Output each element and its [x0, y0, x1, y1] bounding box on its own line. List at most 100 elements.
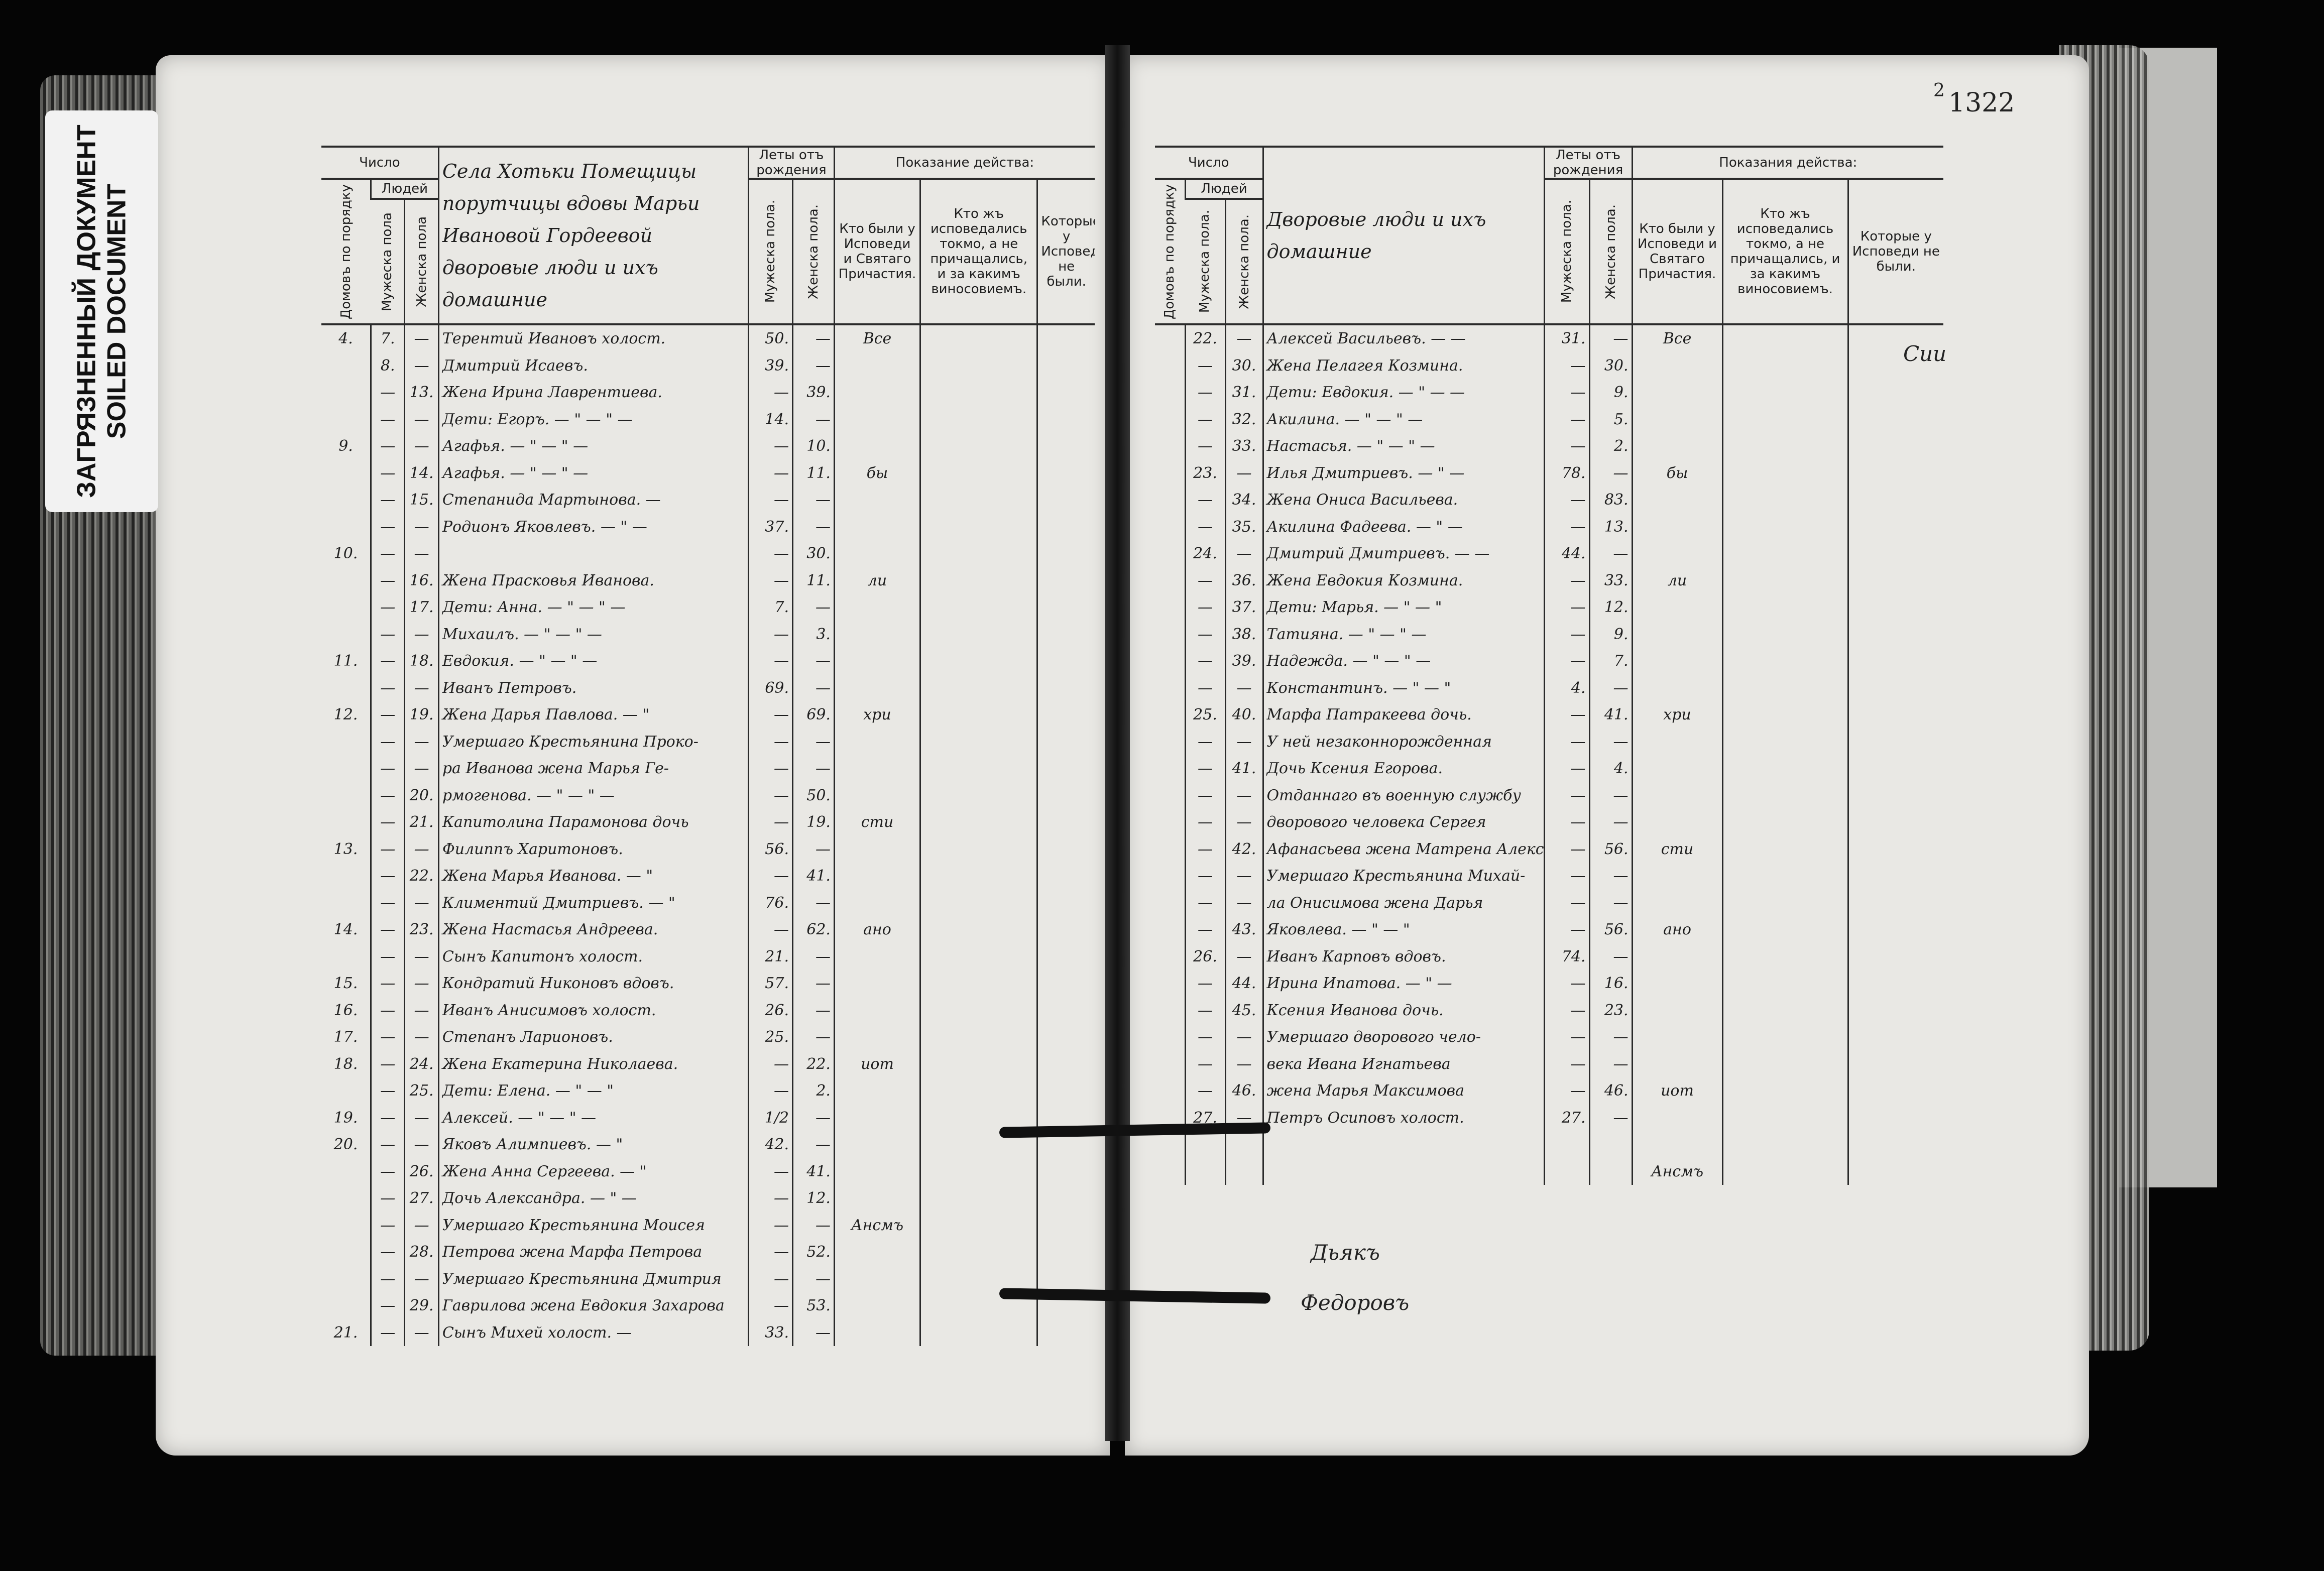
house-number: 10. [333, 545, 358, 563]
house-number [321, 755, 371, 782]
confession-mark [833, 1104, 920, 1131]
not-confessed-mark [1847, 1024, 1944, 1051]
female-number: — [404, 889, 439, 916]
house-number [321, 1239, 371, 1266]
table-row: ——ра Иванова жена Марья Ге-—— [321, 755, 1095, 782]
female-number: — [404, 352, 439, 379]
male-number: — [1184, 406, 1225, 433]
table-row: —35.Акилина Фадеева. — " ——13. [1155, 513, 1944, 541]
house-number [1155, 460, 1185, 487]
female-age: — [792, 487, 835, 514]
confession-only-mark [919, 324, 1037, 352]
male-number: — [370, 567, 405, 594]
male-age: — [747, 809, 793, 836]
confession-only-mark [919, 621, 1037, 648]
male-number: — [370, 540, 405, 567]
not-confessed-mark [1036, 324, 1095, 352]
confession-mark: бы [833, 459, 920, 487]
confession-mark [1631, 970, 1723, 997]
header-female-cell: Женска пола. [1224, 199, 1263, 325]
house-number [1155, 943, 1185, 971]
female-number: — [1224, 674, 1263, 701]
house-number [1155, 379, 1185, 406]
male-number: 25. [1184, 701, 1225, 729]
confession-only-mark [919, 1239, 1037, 1266]
person-name: Петръ Осиповъ холост. [1262, 1104, 1545, 1131]
confession-mark [833, 648, 920, 675]
person-name: Степанъ Ларионовъ. [437, 1024, 749, 1051]
female-number: — [404, 1024, 439, 1051]
table-row: —22.Жена Марья Иванова. — "—41. [321, 863, 1095, 890]
female-age: — [792, 943, 835, 970]
not-confessed-mark [1036, 487, 1095, 514]
table-row: 8.—Дмитрий Исаевъ.39.— [321, 352, 1095, 379]
house-number [321, 621, 371, 648]
confession-only-mark [919, 809, 1037, 836]
male-age: — [1543, 513, 1590, 540]
male-number: — [370, 728, 405, 755]
table-row: 20.——Яковъ Алимпиевъ. — "42.— [321, 1131, 1095, 1158]
table-row: ——Михаилъ. — " — " ——3. [321, 621, 1095, 648]
house-number [321, 890, 371, 917]
house-number: 21. [333, 1323, 358, 1342]
table-row: —41.Дочь Ксения Егорова.—4. [1155, 755, 1944, 782]
female-age: — [1588, 863, 1633, 890]
male-age: — [747, 755, 793, 782]
label-line-ru: ЗАГРЯЗНЕННЫЙ ДОКУМЕНТ [72, 125, 101, 498]
male-age: 42. [747, 1131, 793, 1158]
table-row: ——дворового человека Сергея—— [1155, 809, 1944, 836]
not-confessed-mark [1847, 487, 1944, 514]
female-age: — [792, 674, 835, 701]
female-number: — [1224, 889, 1263, 916]
female-number: — [404, 674, 439, 701]
confession-mark [833, 970, 920, 997]
male-age: — [1543, 755, 1590, 782]
house-number [321, 782, 371, 809]
male-age: 7. [747, 594, 793, 621]
person-name: дворового человека Сергея [1262, 809, 1545, 836]
male-age: — [747, 1292, 793, 1319]
not-confessed-mark [1847, 513, 1944, 540]
male-number: — [1184, 594, 1225, 621]
male-age: — [747, 379, 793, 406]
female-age: 30. [792, 540, 835, 567]
female-number: — [404, 1319, 439, 1346]
not-confessed-mark [1847, 406, 1944, 433]
not-confessed-mark [1036, 648, 1095, 675]
table-row: —17.Дети: Анна. — " — " —7.— [321, 594, 1095, 621]
person-name: Акилина. — " — " — [1262, 406, 1545, 433]
confession-mark [833, 352, 920, 379]
person-name: Алексей Васильевъ. — — [1262, 324, 1545, 352]
not-confessed-mark [1036, 916, 1095, 943]
label-line-en: SOILED DOCUMENT [102, 183, 132, 439]
not-confessed-mark [1847, 889, 1944, 916]
house-number [321, 567, 371, 594]
female-age: — [792, 513, 835, 540]
table-row: 11.—18.Евдокия. — " — " ——— [321, 648, 1095, 675]
confession-mark [833, 863, 920, 890]
female-number: 14. [404, 459, 439, 487]
male-age: — [1543, 701, 1590, 729]
male-age: 69. [747, 674, 793, 701]
table-row: 12.—19.Жена Дарья Павлова. — "—69.хри [321, 701, 1095, 729]
table-row: —14.Агафья. — " — " ——11.бы [321, 459, 1095, 487]
male-number: — [1184, 889, 1225, 916]
house-number [1155, 514, 1185, 541]
confession-mark [833, 487, 920, 514]
header-pokazanie: Показание действа: [833, 146, 1095, 180]
house-number: 13. [333, 840, 358, 858]
male-age: — [1543, 863, 1590, 890]
person-name: Жена Екатерина Николаева. [437, 1050, 749, 1077]
person-name: Жена Ирина Лаврентиева. [437, 379, 749, 406]
person-name [1262, 1131, 1545, 1158]
male-age: — [1543, 433, 1590, 460]
left-ledger-table: Число Села Хотьки Помещицы порутчицы вдо… [321, 146, 1095, 1346]
person-name: рмогенова. — " — " — [437, 782, 749, 809]
male-number: — [370, 1185, 405, 1212]
female-number: 19. [404, 701, 439, 729]
confession-only-mark [919, 916, 1037, 943]
table-row: ——Иванъ Петровъ.69.— [321, 674, 1095, 701]
header-leta: Леты отъ рождения [747, 146, 835, 180]
house-number: 19. [333, 1109, 358, 1127]
male-age: — [1543, 782, 1590, 809]
